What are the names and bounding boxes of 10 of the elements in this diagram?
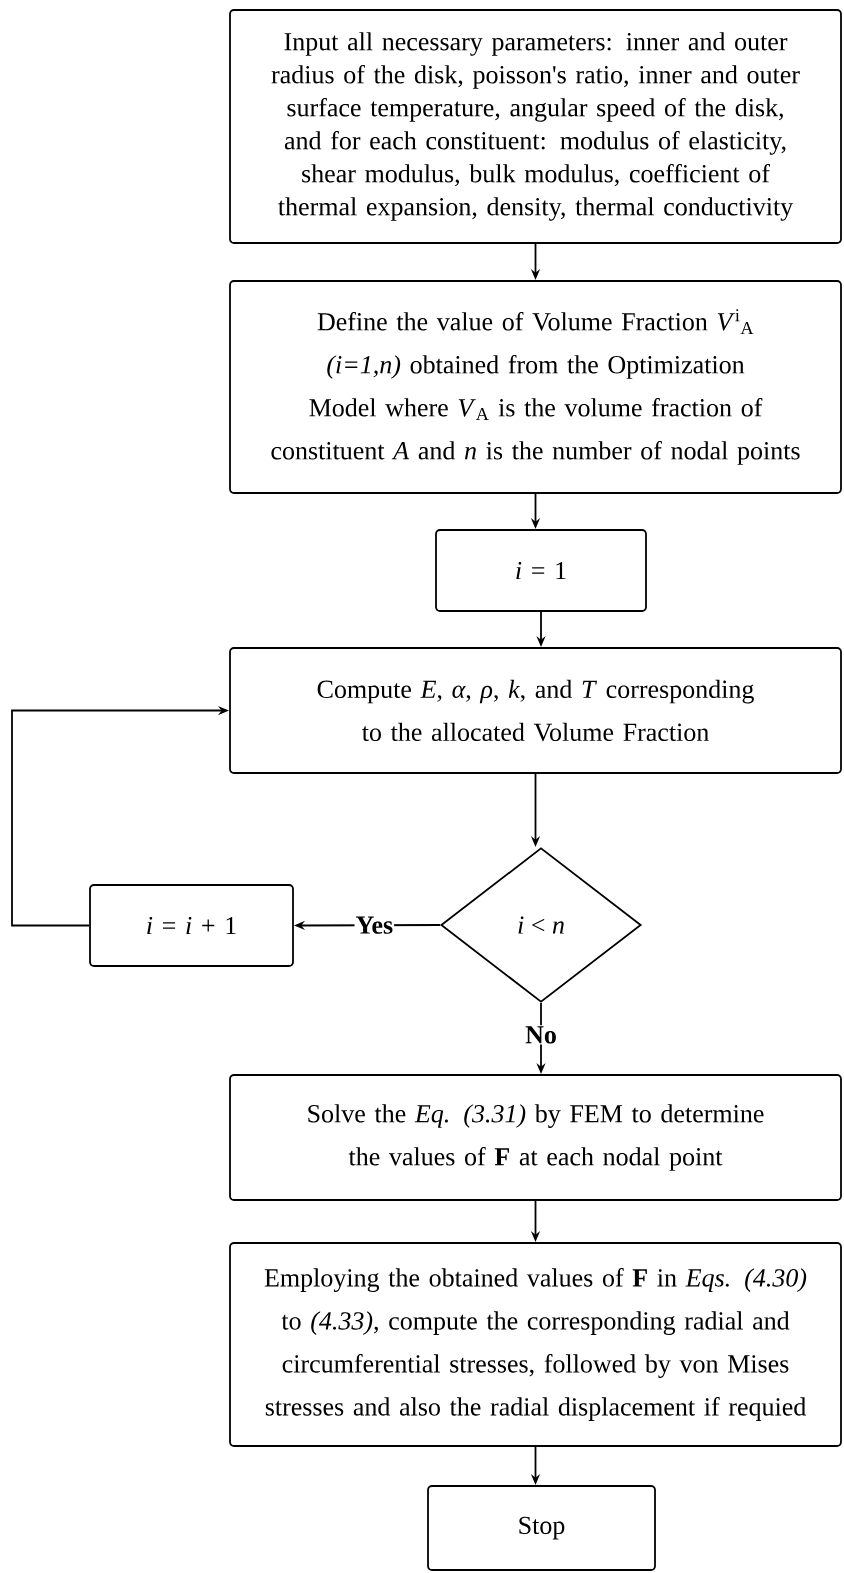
process-box: Stop <box>427 1485 656 1571</box>
edge-label: No <box>524 1025 558 1045</box>
process-box: Compute E, α, ρ, k, and T corresponding to the allocated Volume Fraction <box>229 647 842 774</box>
process-box: Employing the obtained values of F in Eqs. (4.30) to (4.33), compute the corresponding radial and circumferential stresses, followed by von Mises stresses and also the radial displacement if requied <box>229 1242 842 1447</box>
process-box: Define the value of Volume Fraction V$^{i}$A (i=1,n) obtained from the Optimization Model where V$_{A}$ is the volume fraction of constituent A and n is the number of nodal points <box>229 280 842 494</box>
process-box: Solve the Eq. (3.31) by FEM to determine the values of F at each nodal point <box>229 1074 842 1201</box>
edge-label: Yes <box>354 915 395 935</box>
process-box: i = 1 <box>435 529 647 612</box>
process-box: i = i + 1 <box>89 884 294 967</box>
process-box: Input all necessary parameters: inner and outer radius of the disk, poisson's ratio, inner and outer surface temperature, angular speed of the disk, and for each constituent: modulus of elasticity, shear modulus, bulk modulus, coefficient of thermal expansion, density, thermal conductivity <box>229 9 842 244</box>
